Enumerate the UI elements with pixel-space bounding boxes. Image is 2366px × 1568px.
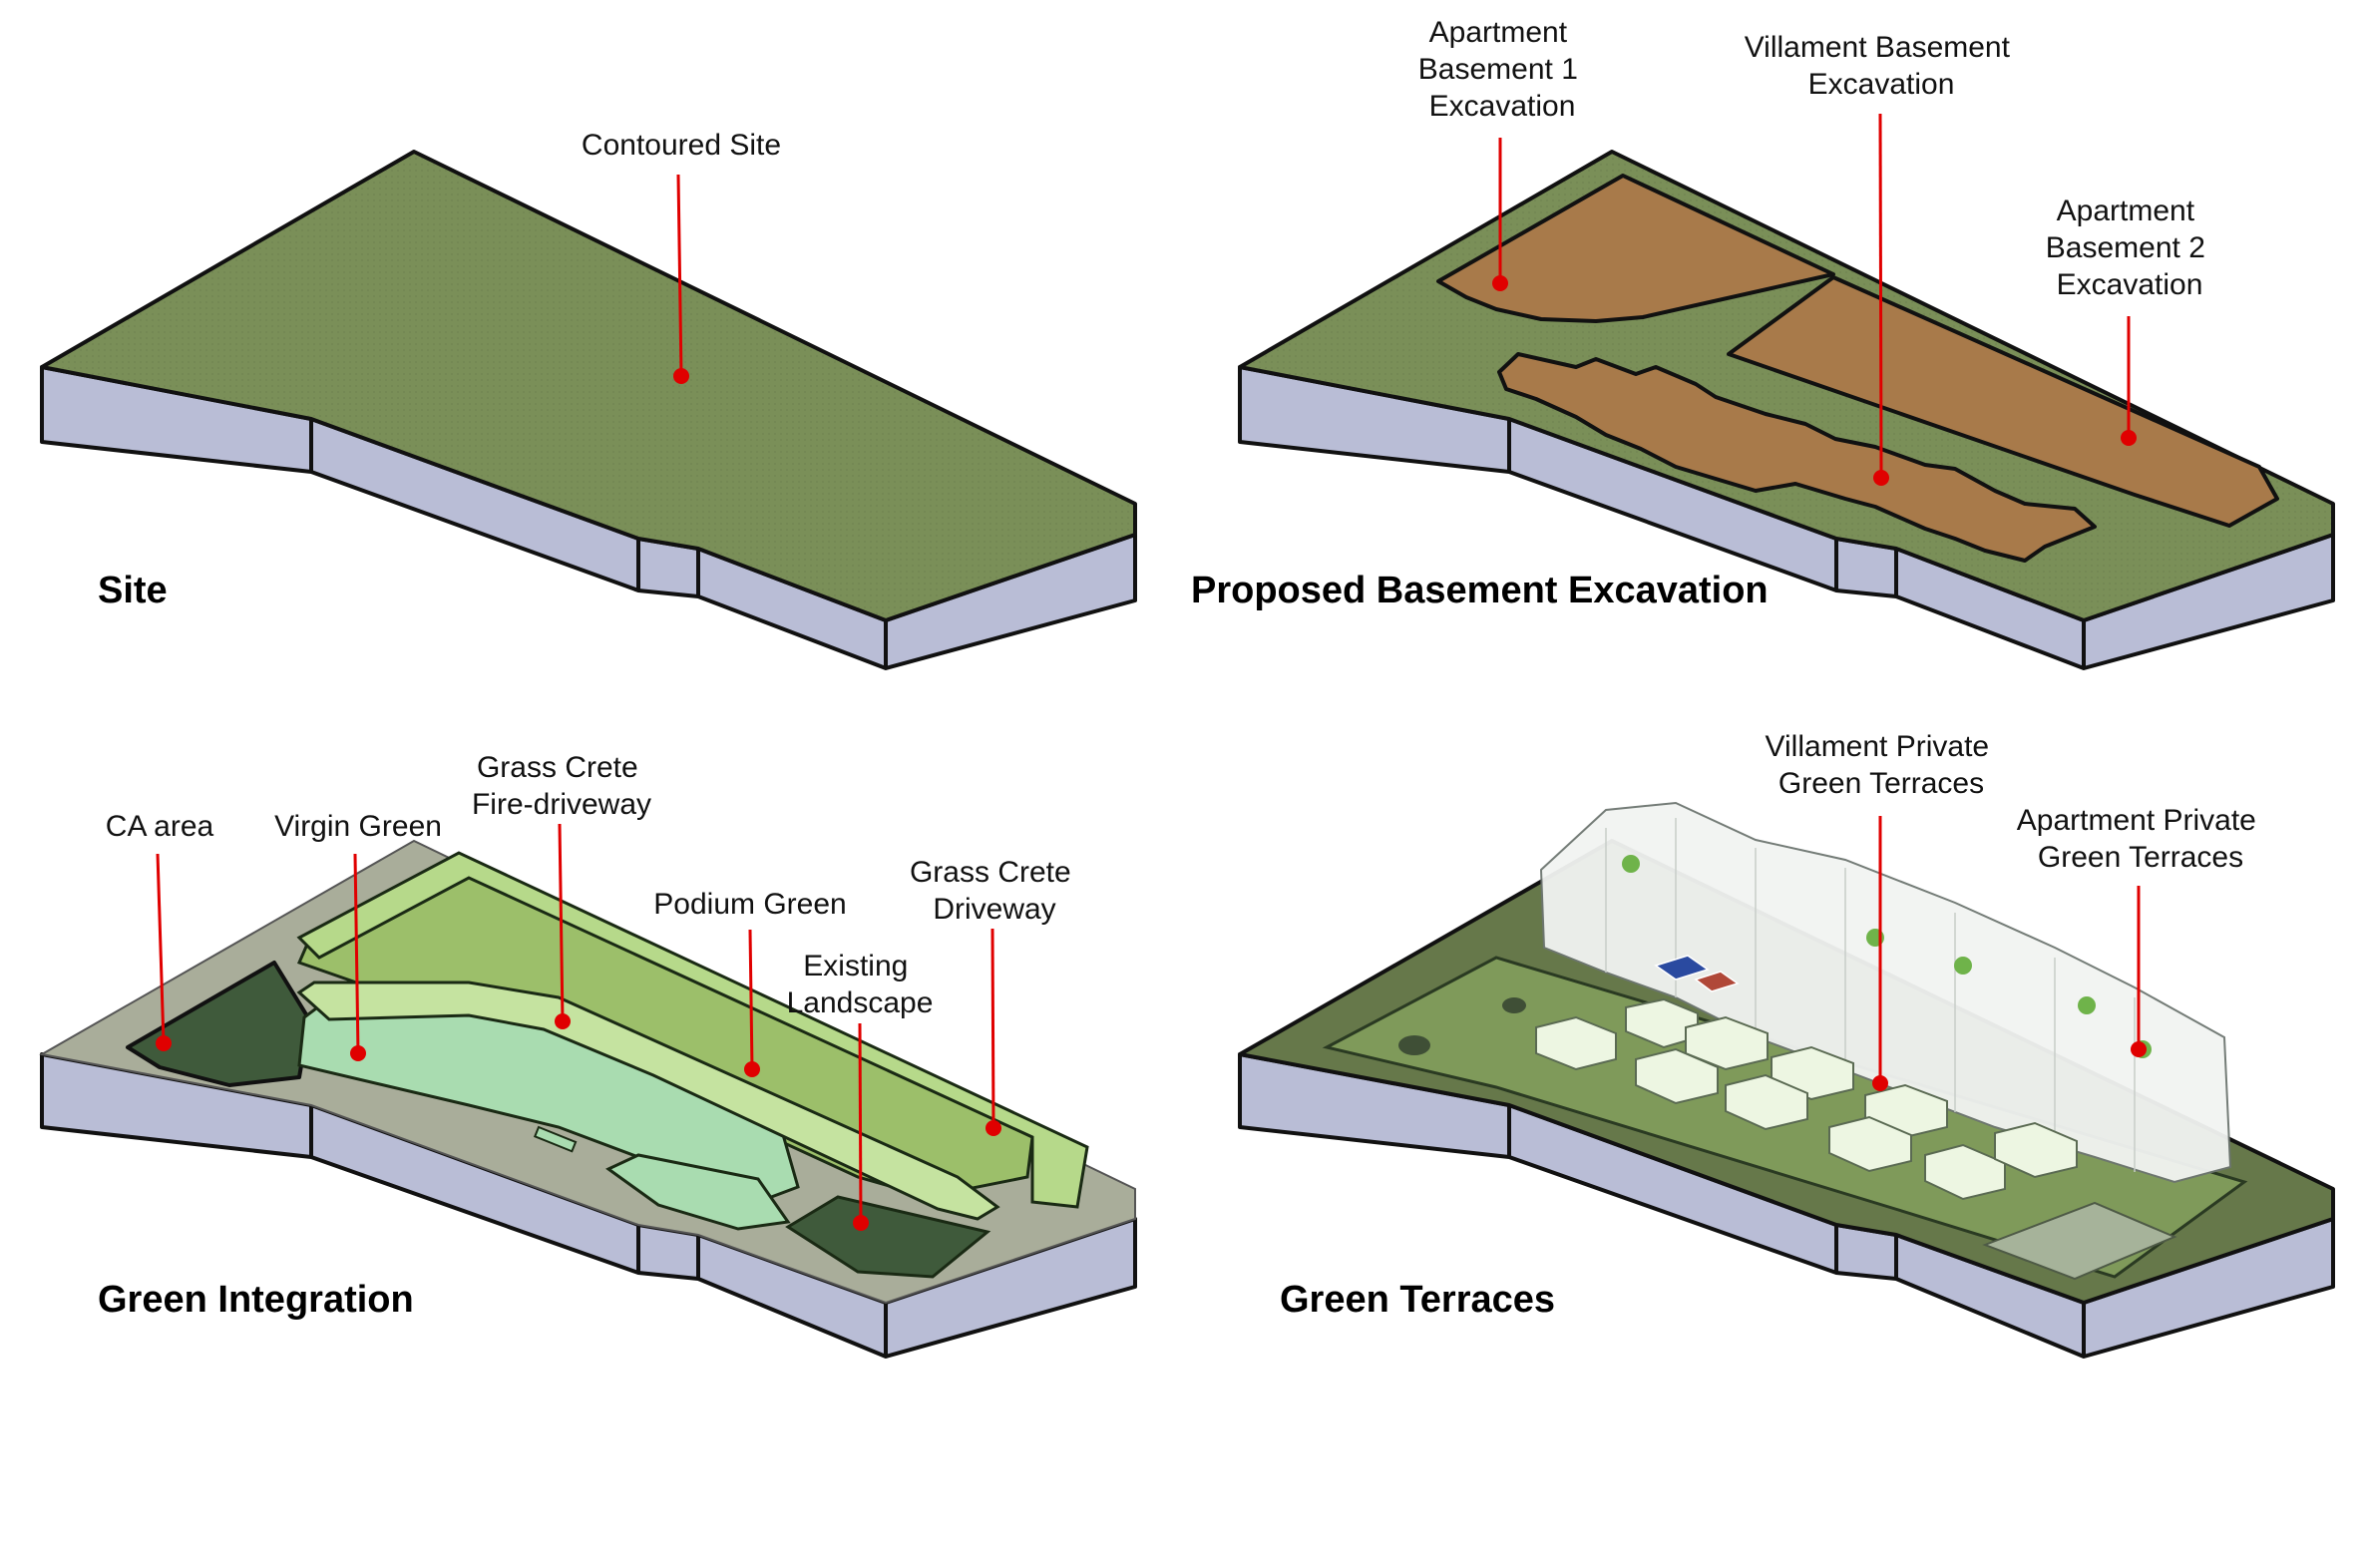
virgin-green-callout: Virgin Green bbox=[274, 810, 442, 1061]
apartment-tower bbox=[1539, 801, 2232, 1184]
virgin-green-marker bbox=[350, 1045, 366, 1061]
grass-crete-drive-marker bbox=[986, 1120, 1001, 1136]
existing-landscape-zone bbox=[785, 1195, 991, 1279]
green-integration-title: Green Integration bbox=[98, 1279, 414, 1321]
contoured-site-callout: Contoured Site bbox=[582, 129, 781, 384]
virgin-green-label: Virgin Green bbox=[274, 810, 442, 843]
grass-crete-fire-marker bbox=[555, 1013, 571, 1029]
green-terraces-title: Green Terraces bbox=[1280, 1279, 1555, 1321]
villament-basement-pit bbox=[1497, 352, 2097, 563]
apartment-basement-1-pit bbox=[1436, 174, 1835, 323]
apartment-terraces-callout: Apartment Private Green Terraces bbox=[2017, 804, 2264, 1057]
apt-b2-callout: Apartment Basement 2 Excavation bbox=[2046, 195, 2213, 446]
podium-green-label: Podium Green bbox=[653, 888, 846, 921]
existing-landscape-marker bbox=[853, 1215, 869, 1231]
villament-terraces-marker bbox=[1872, 1075, 1888, 1091]
grass-crete-drive-label: Grass Crete Driveway bbox=[910, 856, 1079, 926]
ca-area-marker bbox=[156, 1035, 172, 1051]
apt-b2-label: Apartment Basement 2 Excavation bbox=[2046, 195, 2213, 301]
grass-crete-driveway-zone bbox=[296, 851, 1089, 1209]
apt-b1-label: Apartment Basement 1 Excavation bbox=[1418, 16, 1586, 123]
site-block bbox=[40, 150, 1137, 670]
grass-crete-fire-label: Grass Crete Fire-driveway bbox=[472, 751, 651, 821]
excavation-block bbox=[1238, 150, 2335, 670]
contoured-site-marker bbox=[673, 368, 689, 384]
ca-area-zone bbox=[126, 961, 311, 1087]
villament-terraces-callout: Villament Private Green Terraces bbox=[1766, 730, 1998, 1091]
panel-excavation: Apartment Basement 1 Excavation Villamen… bbox=[1191, 16, 2335, 670]
existing-landscape-callout: Existing Landscape bbox=[787, 950, 934, 1231]
villament-callout: Villament Basement Excavation bbox=[1745, 31, 2019, 486]
podium-green-callout: Podium Green bbox=[653, 888, 847, 1077]
grass-crete-drive-callout: Grass Crete Driveway bbox=[910, 856, 1079, 1136]
villament-marker bbox=[1873, 470, 1889, 486]
inner-strip-zone bbox=[605, 1153, 791, 1231]
villament-blocks bbox=[1535, 997, 2078, 1201]
apartment-terraces-label: Apartment Private Green Terraces bbox=[2017, 804, 2264, 874]
excavation-title: Proposed Basement Excavation bbox=[1191, 570, 1769, 611]
ca-area-label: CA area bbox=[106, 810, 214, 843]
villament-label: Villament Basement Excavation bbox=[1745, 31, 2019, 101]
grass-crete-fire-callout: Grass Crete Fire-driveway bbox=[472, 751, 651, 1029]
panel-green-terraces: Villament Private Green Terraces Apartme… bbox=[1238, 730, 2335, 1359]
contoured-site-label: Contoured Site bbox=[582, 129, 781, 162]
apt-b1-marker bbox=[1492, 275, 1508, 291]
ca-area-callout: CA area bbox=[106, 810, 214, 1051]
apartment-terraces-marker bbox=[2131, 1041, 2147, 1057]
villament-terraces-label: Villament Private Green Terraces bbox=[1766, 730, 1998, 800]
existing-landscape-label: Existing Landscape bbox=[787, 950, 934, 1019]
podium-green-marker bbox=[744, 1061, 760, 1077]
panel-green-integration: CA area Virgin Green Grass Crete Fire-dr… bbox=[39, 751, 1137, 1359]
grass-crete-fire-driveway-zone bbox=[296, 980, 1000, 1221]
apartment-basement-2-pit bbox=[1727, 275, 2279, 528]
apt-b2-marker bbox=[2121, 430, 2137, 446]
site-title: Site bbox=[98, 570, 168, 611]
green-terraces-block bbox=[1238, 801, 2335, 1359]
apt-b1-callout: Apartment Basement 1 Excavation bbox=[1418, 16, 1586, 291]
panel-site: Contoured Site Site bbox=[40, 129, 1137, 670]
